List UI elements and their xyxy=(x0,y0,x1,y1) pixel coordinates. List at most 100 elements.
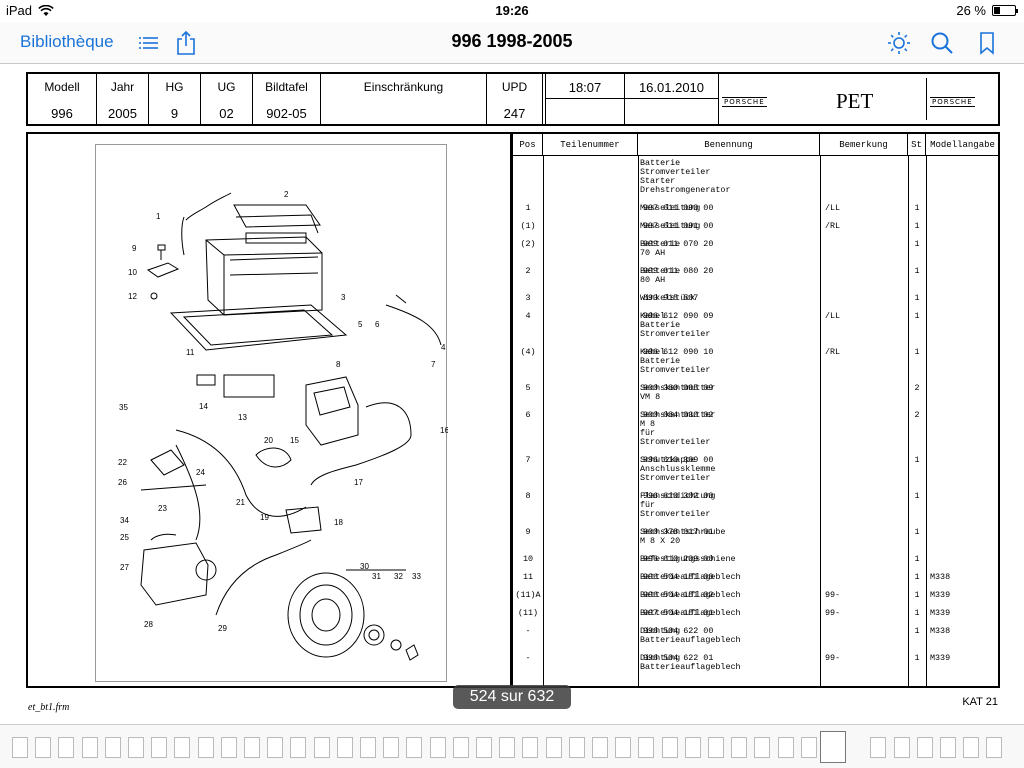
cell-benennung-line: Batterie xyxy=(640,158,681,168)
cell-st: 1 xyxy=(914,491,920,501)
page-thumbnail[interactable] xyxy=(58,737,75,758)
page-thumbnail[interactable] xyxy=(754,737,771,758)
cell-teilenummer: 900 380 005 09 xyxy=(643,383,714,393)
page-thumbnail[interactable] xyxy=(81,737,98,758)
page-thumbnail[interactable] xyxy=(452,737,469,758)
page-thumbnail[interactable] xyxy=(360,737,376,758)
svg-text:13: 13 xyxy=(238,413,247,422)
svg-text:5: 5 xyxy=(358,320,363,329)
brightness-icon[interactable] xyxy=(885,29,913,57)
page-thumbnail[interactable] xyxy=(800,737,817,758)
page-thumbnail[interactable] xyxy=(406,737,423,758)
cell-benennung-line: Batterieauflageblech xyxy=(640,590,741,600)
cell-st: 1 xyxy=(914,455,920,465)
bookmark-icon[interactable] xyxy=(973,29,1001,57)
page-thumbnail[interactable] xyxy=(522,737,539,758)
col-header-pos: Pos xyxy=(513,134,543,156)
svg-text:28: 28 xyxy=(144,620,153,629)
page-thumbnail[interactable] xyxy=(220,737,237,758)
current-page-thumbnail[interactable] xyxy=(820,731,846,763)
page-thumbnail[interactable] xyxy=(174,737,191,758)
cell-st: 1 xyxy=(914,527,920,537)
cell-bemerkung: /LL xyxy=(825,203,841,213)
page-thumbnail[interactable] xyxy=(267,737,284,758)
page-thumbnail[interactable] xyxy=(545,737,562,758)
svg-text:11: 11 xyxy=(186,348,195,357)
cell-pos: 11 xyxy=(522,572,534,582)
svg-text:4: 4 xyxy=(441,343,446,352)
cell-teilenummer: 996 610 302 00 xyxy=(643,491,714,501)
page-thumbnail[interactable] xyxy=(638,737,655,758)
page-thumbnail[interactable] xyxy=(661,737,678,758)
cell-pos: 3 xyxy=(525,293,531,303)
cell-pos: 7 xyxy=(525,455,531,465)
back-button[interactable]: Bibliothèque xyxy=(20,32,114,51)
page-thumbnail[interactable] xyxy=(684,737,701,758)
page-thumbnail[interactable] xyxy=(708,737,724,758)
cell-bemerkung: /LL xyxy=(825,311,841,321)
thumbnail-strip[interactable] xyxy=(0,724,1024,768)
page-thumbnail[interactable] xyxy=(151,737,168,758)
parts-table: Pos Teilenummer Benennung Bemerkung St M… xyxy=(513,134,998,686)
cell-benennung-line: für xyxy=(640,428,656,438)
cell-benennung-line: Stromverteiler xyxy=(640,329,711,339)
cell-st: 1 xyxy=(914,347,920,357)
cell-benennung-line: 80 AH xyxy=(640,275,666,285)
cell-bemerkung: 99- xyxy=(825,608,841,618)
page-thumbnail[interactable] xyxy=(313,737,330,758)
page-thumbnail[interactable] xyxy=(336,737,353,758)
page-thumbnail[interactable] xyxy=(429,737,446,758)
col-header-modellangabe: Modellangabe xyxy=(930,139,995,150)
page-thumbnail[interactable] xyxy=(568,737,585,758)
page-thumbnail[interactable] xyxy=(104,737,121,758)
svg-text:8: 8 xyxy=(336,360,341,369)
header-date: 16.01.2010 xyxy=(625,74,719,124)
page-thumbnail[interactable] xyxy=(290,737,307,758)
cell-modellangabe: M338 xyxy=(930,626,951,636)
page-thumbnail[interactable] xyxy=(615,737,632,758)
page-thumbnail[interactable] xyxy=(940,737,956,758)
page-thumbnail[interactable] xyxy=(870,737,887,758)
page-thumbnail[interactable] xyxy=(893,737,910,758)
cell-teilenummer: 997 504 151 01 xyxy=(643,608,714,618)
page-thumbnail[interactable] xyxy=(986,737,1003,758)
page-thumbnail[interactable] xyxy=(35,737,52,758)
svg-text:2: 2 xyxy=(284,190,289,199)
page-thumbnail[interactable] xyxy=(731,737,748,758)
page-indicator: 524 sur 632 xyxy=(453,685,571,709)
svg-text:3: 3 xyxy=(341,293,346,302)
cell-st: 1 xyxy=(914,554,920,564)
cell-pos: 1 xyxy=(525,203,531,213)
share-icon[interactable] xyxy=(172,29,200,57)
svg-text:27: 27 xyxy=(120,563,129,572)
page-thumbnail[interactable] xyxy=(197,737,214,758)
page-thumbnail[interactable] xyxy=(963,737,980,758)
page-thumbnail[interactable] xyxy=(476,737,492,758)
page-thumbnail[interactable] xyxy=(128,737,144,758)
cell-benennung-line: Starter xyxy=(640,176,676,186)
cell-benennung-line: Drehstromgenerator xyxy=(640,185,731,195)
svg-text:35: 35 xyxy=(119,403,128,412)
search-icon[interactable] xyxy=(928,29,956,57)
page-thumbnail[interactable] xyxy=(592,737,608,758)
page-thumbnail[interactable] xyxy=(12,737,28,758)
cell-st: 1 xyxy=(914,572,920,582)
parts-list-panel: Pos Teilenummer Benennung Bemerkung St M… xyxy=(512,132,1000,688)
cell-teilenummer: 997 611 090 00 xyxy=(643,203,714,213)
cell-teilenummer: 900 084 030 02 xyxy=(643,410,714,420)
page-thumbnail[interactable] xyxy=(244,737,260,758)
list-icon[interactable] xyxy=(134,29,162,57)
porsche-logo-left: PORSCHE xyxy=(722,97,767,107)
page-thumbnail[interactable] xyxy=(916,737,933,758)
page-thumbnail[interactable] xyxy=(499,737,516,758)
header-time: 18:07 xyxy=(545,74,625,124)
cell-benennung-line: Stromverteiler xyxy=(640,437,711,447)
porsche-logo-right: PORSCHE xyxy=(930,97,975,107)
page-thumbnail[interactable] xyxy=(777,737,794,758)
page-thumbnail[interactable] xyxy=(383,737,400,758)
